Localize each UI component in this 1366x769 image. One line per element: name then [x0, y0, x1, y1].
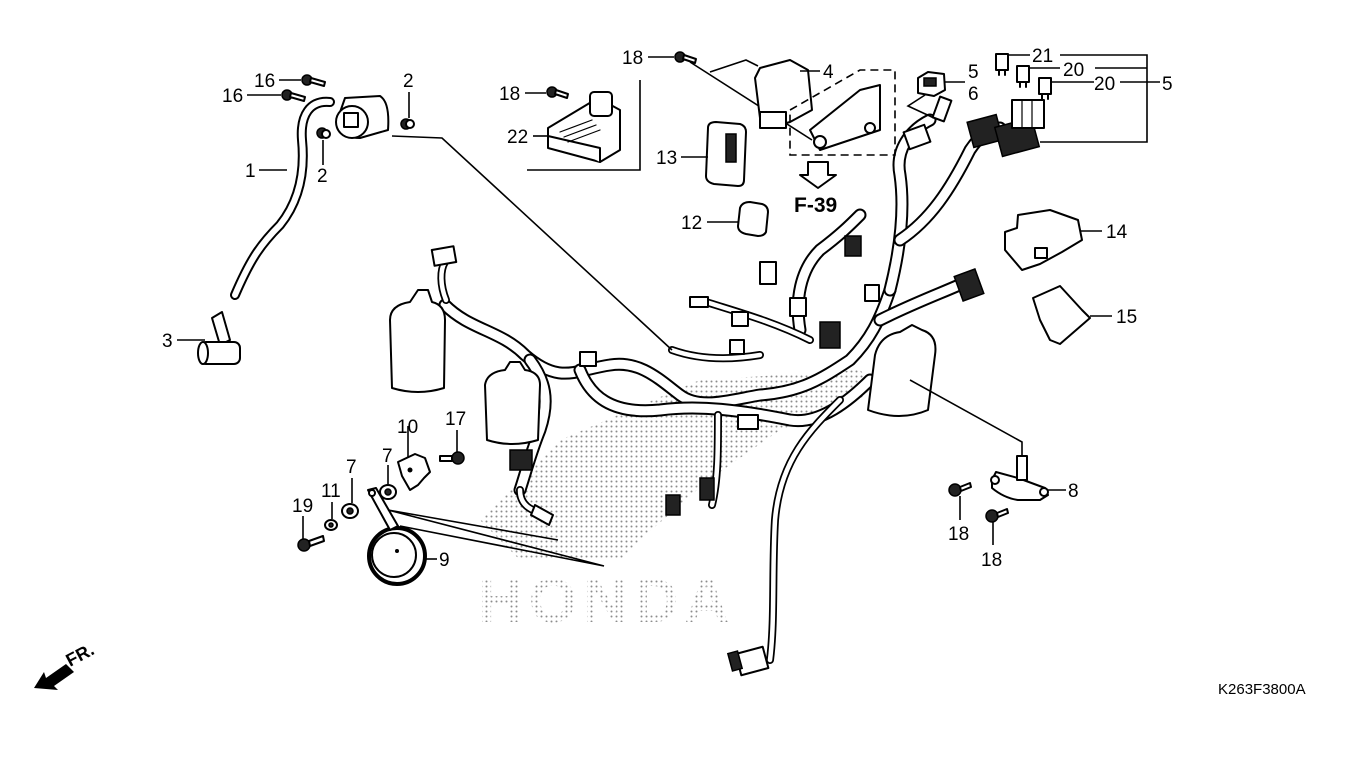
- washer-7a: [379, 484, 397, 500]
- callout-6: 6: [968, 84, 979, 105]
- bolt-18-right-b: [985, 508, 1009, 523]
- regulator-leader-top: [709, 59, 759, 73]
- callout-16b: 16: [222, 86, 243, 107]
- callout-1: 1: [245, 161, 256, 182]
- horn-leader: [387, 509, 605, 567]
- high-tension-cord: [230, 96, 335, 300]
- callout-17: 17: [445, 409, 466, 430]
- callout-18-right-a: 18: [948, 524, 969, 545]
- callout-3: 3: [162, 331, 173, 352]
- callout-7a: 7: [382, 446, 393, 467]
- callout-13: 13: [656, 148, 677, 169]
- bolt-16b: [281, 89, 306, 102]
- reference-arrow: [799, 161, 837, 189]
- relay-cover-13: [705, 121, 747, 187]
- callout-5b: 5: [1162, 74, 1173, 95]
- nut-2a: [400, 118, 415, 130]
- callout-12: 12: [681, 213, 702, 234]
- harness-connectors: [430, 95, 1041, 526]
- bolt-17: [439, 451, 465, 465]
- honda-watermark-text: HONDA: [478, 567, 735, 636]
- front-arrow-icon: [34, 664, 74, 690]
- relay-cover-15: [1032, 285, 1091, 345]
- ignition-coil: [335, 95, 390, 139]
- front-direction-indicator: FR.: [34, 639, 97, 690]
- callout-2b: 2: [317, 166, 328, 187]
- callout-19: 19: [292, 496, 313, 517]
- capacitor-right: [867, 324, 937, 417]
- callout-20a: 20: [1063, 60, 1084, 81]
- diagram-code: K263F3800A: [1218, 681, 1306, 698]
- callout-16a: 16: [254, 71, 275, 92]
- fuse-21: [995, 53, 1009, 76]
- relay-assembly-14: [1004, 209, 1083, 271]
- mounting-bracket: [789, 69, 896, 156]
- regulator-rectifier: [754, 59, 813, 129]
- callout-7b: 7: [346, 457, 357, 478]
- callout-18-top: 18: [622, 48, 643, 69]
- callout-9: 9: [439, 550, 450, 571]
- callout-20b: 20: [1094, 74, 1115, 95]
- bolt-16a: [301, 74, 326, 87]
- fuse-group-bracket: [1040, 54, 1148, 143]
- horn-9: [367, 487, 427, 586]
- inset-frame: [527, 80, 641, 171]
- spark-plug-cap: [197, 311, 241, 365]
- callout-21: 21: [1032, 46, 1053, 67]
- nut-2b: [316, 127, 331, 139]
- callouts: 16 16 2 2 1 3 18 22 18 4 13 12 5 6: [162, 46, 1173, 571]
- callout-22: 22: [507, 127, 528, 148]
- callout-14: 14: [1106, 222, 1128, 243]
- coil-leader-line: [391, 135, 673, 351]
- callout-10: 10: [397, 417, 418, 438]
- sensor-leader: [909, 379, 1023, 460]
- sensor-8: [990, 455, 1049, 501]
- connector-cover-6: [917, 71, 946, 97]
- fuse-box-5: [1011, 99, 1045, 129]
- callout-4: 4: [823, 62, 834, 83]
- callout-5a: 5: [968, 62, 979, 83]
- callout-8: 8: [1068, 481, 1079, 502]
- connector-6-leader: [906, 94, 935, 119]
- lower-sensor-connector: [726, 645, 770, 677]
- horn-stay-10: [397, 453, 431, 491]
- callout-11: 11: [321, 481, 341, 502]
- callout-18-right-b: 18: [981, 550, 1002, 571]
- callout-15: 15: [1116, 307, 1137, 328]
- nut-11: [324, 519, 338, 531]
- callout-2a: 2: [403, 71, 414, 92]
- callout-18-inset: 18: [499, 84, 520, 105]
- reference-label: F-39: [794, 194, 837, 217]
- bolt-19: [297, 535, 325, 552]
- capacitor-left: [389, 289, 446, 393]
- relay-12: [737, 201, 769, 237]
- fuse-20a: [1016, 65, 1030, 88]
- regulator-leader: [689, 61, 813, 141]
- unit-22: [547, 91, 621, 163]
- washer-7b: [341, 503, 359, 519]
- bolt-18-inset: [546, 86, 569, 99]
- bolt-18-top: [674, 51, 697, 64]
- fuse-20b: [1038, 77, 1052, 100]
- capacitor-middle: [484, 361, 541, 445]
- bolt-18-right-a: [948, 482, 972, 497]
